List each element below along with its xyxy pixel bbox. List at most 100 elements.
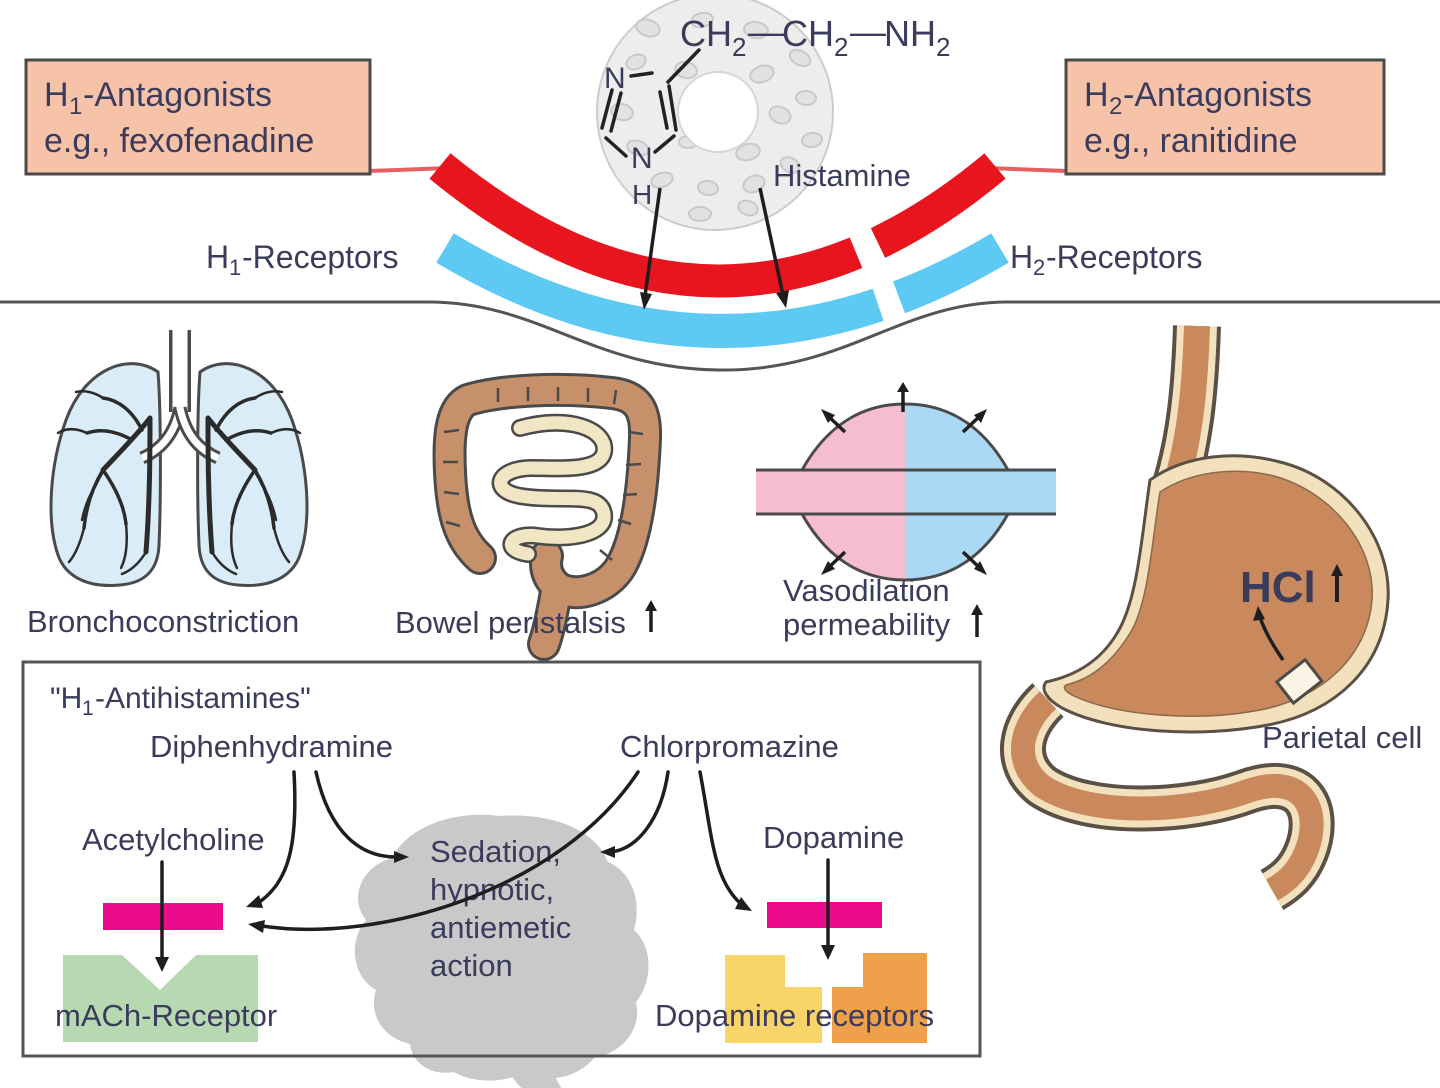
arrowhead — [155, 957, 169, 972]
diphenhydramine-label: Diphenhydramine — [150, 729, 393, 764]
bowel-peristalsis-label: Bowel peristalsis — [395, 605, 626, 640]
formula-sub2: 2 — [834, 32, 848, 62]
hcl-secretion-arrowhead — [1253, 606, 1265, 621]
formula-sub2: 2 — [732, 32, 746, 62]
h1-subscript: 1 — [69, 93, 82, 120]
acetylcholine-label: Acetylcholine — [82, 822, 265, 857]
ring-h-label: H — [632, 179, 652, 210]
brain-effect-line: antiemetic — [430, 910, 571, 945]
h2-receptor-rest: -Receptors — [1046, 239, 1203, 275]
permeability-arrowhead — [821, 409, 835, 423]
arrowhead — [248, 920, 265, 933]
histamine-molecule: N N H CH 2 — CH 2 — NH 2 Histamine — [600, 11, 950, 310]
increase-arrowhead — [971, 604, 983, 615]
dopamine-receptor-orange — [832, 953, 927, 1043]
h2-receptor-h: H — [1010, 239, 1033, 275]
vessel-upper-left-pink — [802, 404, 905, 470]
stomach-illustration: HCl Parietal cell — [1000, 325, 1422, 910]
effect-arrows — [160, 770, 830, 964]
side-chain-formula: CH 2 — CH 2 — NH 2 — [680, 11, 950, 62]
vessel-lower-right-blue — [905, 514, 1008, 580]
arrowhead — [600, 846, 615, 858]
vessel-channel-pink — [756, 471, 905, 513]
vessel-lower-left-pink — [802, 514, 905, 580]
arrowhead — [821, 945, 835, 960]
permeability-arrowhead — [974, 561, 987, 575]
duodenum — [1010, 691, 1324, 901]
arrowhead — [394, 851, 409, 863]
h1-antagonist-connector-line — [369, 166, 449, 173]
release-arrowhead — [776, 290, 789, 308]
brain-effect-line: action — [430, 948, 513, 983]
h1-antagonists-box: H 1 -Antagonists e.g., fexofenadine — [24, 58, 372, 176]
histamine-release-arrows — [643, 187, 785, 297]
formula-ch: CH — [680, 13, 732, 54]
mast-cell — [596, 0, 834, 231]
bowel-illustration: Bowel peristalsis — [395, 372, 663, 661]
colon — [435, 375, 660, 658]
receptor-arc-blue — [436, 233, 1009, 348]
arrowhead — [246, 895, 263, 908]
formula-nh: NH — [884, 13, 936, 54]
h2-receptors-label: H 2 -Receptors — [1010, 239, 1203, 280]
imidazole-ring-bonds — [600, 48, 701, 158]
histamine-label: Histamine — [773, 158, 911, 193]
permeability-arrowhead — [974, 409, 987, 423]
vessel-upper-right-blue — [905, 404, 1008, 470]
lungs-illustration: Bronchoconstriction — [27, 330, 309, 639]
h2-antagonist-connector-line — [987, 166, 1067, 173]
bronchial-tree-main — [100, 415, 258, 555]
cns-effects-box: Sedation, hypnotic, antiemetic action "H… — [21, 660, 982, 1088]
h2-antagonists-title-rest: -Antagonists — [1123, 76, 1312, 114]
h2-antagonists-title: H — [1084, 76, 1109, 114]
mach-receptor-label: mACh-Receptor — [55, 998, 277, 1033]
bronchoconstriction-label: Bronchoconstriction — [27, 604, 299, 639]
permeability-arrowhead — [897, 382, 909, 392]
antihistamines-title: "H — [50, 682, 82, 715]
antihistamines-title-rest: -Antihistamines" — [95, 682, 311, 715]
ring-n-top-label: N — [604, 62, 626, 95]
formula-dash: — — [850, 11, 886, 52]
h1-antagonist-example: e.g., fexofenadine — [44, 122, 314, 160]
mast-cell-hole — [677, 71, 759, 153]
h1-antagonists-title: H — [44, 76, 69, 114]
permeability-label: permeability — [783, 607, 951, 642]
antihistamines-title-sub: 1 — [82, 697, 94, 720]
brain-illustration — [354, 814, 649, 1081]
h2-antagonists-box: H 2 -Antagonists e.g., ranitidine — [1064, 58, 1386, 176]
antagonist-blockade-arc-red — [429, 153, 1006, 298]
parietal-cell-label: Parietal cell — [1262, 720, 1422, 755]
chlorpromazine-label: Chlorpromazine — [620, 729, 839, 764]
dopamine-blockade-bar — [767, 902, 882, 928]
ring-n-bottom-label: N — [631, 142, 653, 175]
colon-haustra-marks — [443, 387, 644, 561]
formula-sub2: 2 — [936, 32, 950, 62]
h1-receptors-label: H 1 -Receptors — [206, 239, 399, 280]
permeability-arrowhead — [821, 561, 835, 575]
hcl-label: HCl — [1240, 563, 1316, 612]
small-intestine — [494, 416, 611, 561]
dopamine-receptor-yellow — [725, 955, 822, 1043]
vessel-channel-blue — [905, 471, 1056, 513]
parietal-cell-marker — [1274, 657, 1324, 706]
arrowhead — [735, 897, 752, 911]
dopamine-label: Dopamine — [763, 820, 904, 855]
h1-receptor-rest: -Receptors — [242, 239, 399, 275]
formula-dash: — — [748, 11, 784, 52]
release-arrowhead — [640, 292, 652, 310]
stomach-interior — [1063, 470, 1373, 717]
h1-receptor-h: H — [206, 239, 229, 275]
right-bronchus — [176, 407, 220, 462]
h1-receptor-sub: 1 — [229, 255, 241, 280]
formula-ch: CH — [782, 13, 834, 54]
bronchial-tree-fine — [56, 390, 302, 576]
vessel-illustration: Vasodilation permeability — [756, 382, 1056, 642]
mast-cell-granules — [610, 11, 823, 222]
vasodilation-label: Vasodilation — [783, 573, 950, 608]
mach-receptor-shape — [63, 955, 258, 1042]
dopamine-receptors-label: Dopamine receptors — [655, 998, 934, 1033]
h1-antagonists-title-rest: -Antagonists — [83, 76, 272, 114]
h2-receptor-sub: 2 — [1033, 255, 1045, 280]
